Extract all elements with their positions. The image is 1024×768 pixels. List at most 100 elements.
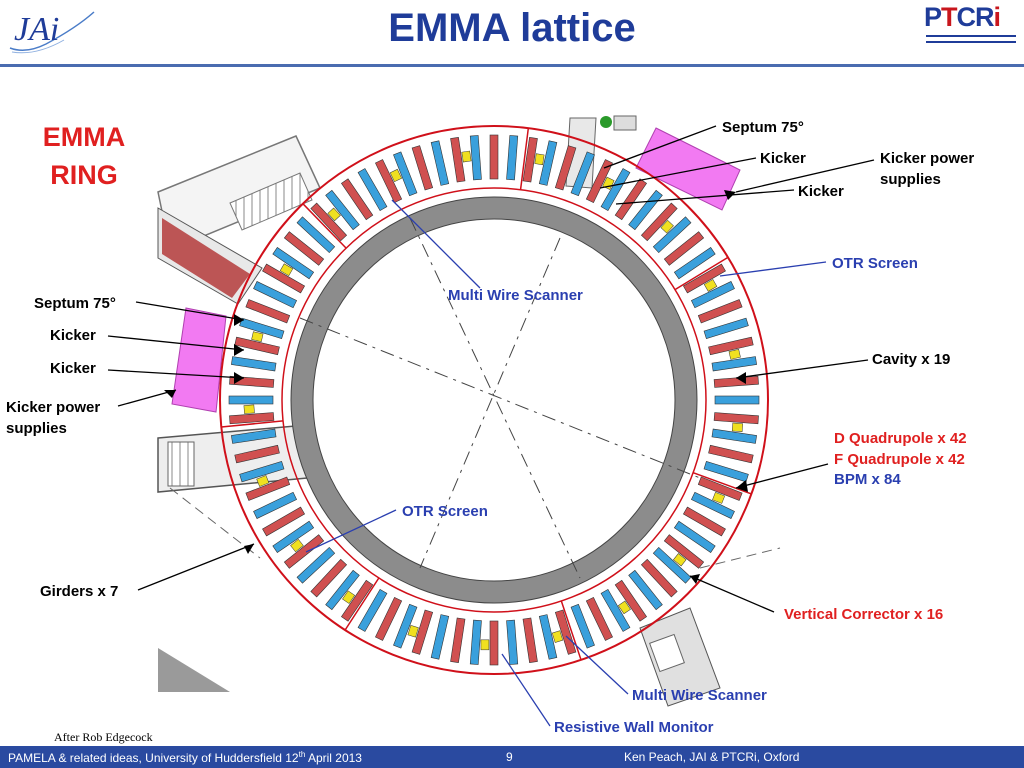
girder-separator — [344, 577, 380, 631]
d-quadrupole-magnet — [234, 444, 280, 464]
guide-line-right — [699, 547, 781, 569]
d-quadrupole-magnet — [614, 178, 648, 221]
slide-footer: PAMELA & related ideas, University of Hu… — [0, 746, 1024, 768]
d-quadrupole-magnet — [697, 476, 743, 501]
label-girders: Girders x 7 — [40, 583, 118, 600]
ring-outer-boundary — [219, 125, 769, 675]
d-quadrupole-magnet — [310, 202, 348, 242]
ring-title-line1: EMMA — [43, 122, 126, 152]
d-quadrupole-magnet — [283, 534, 325, 569]
f-quadrupole-magnet — [357, 168, 388, 212]
d-quadrupole-magnet — [697, 299, 743, 324]
figure-caption: After Rob Edgecock — [54, 730, 153, 744]
f-quadrupole-magnet — [538, 140, 558, 186]
d-quadrupole-magnet — [708, 336, 754, 356]
d-quadrupole-magnet — [522, 137, 538, 183]
f-quadrupole-magnet — [393, 603, 418, 649]
f-quadrupole-magnet — [673, 246, 716, 280]
page-title: EMMA lattice — [388, 6, 636, 50]
d-quadrupole-magnet — [663, 231, 705, 266]
f-quadrupole-magnet — [469, 619, 482, 665]
floor-shading — [158, 648, 230, 692]
f-quadrupole-magnet — [272, 246, 315, 280]
label-kicker-left-1: Kicker — [50, 327, 96, 344]
ring-title-line2: RING — [50, 160, 118, 190]
f-quadrupole-magnet — [430, 140, 450, 186]
f-quadrupole-magnet — [231, 428, 277, 444]
f-quadrupole-magnet — [296, 546, 336, 584]
rf-cavity — [534, 153, 545, 166]
label-dquad: D Quadrupole x 42 — [834, 430, 967, 447]
f-quadrupole-magnet — [253, 491, 298, 519]
rf-cavity — [703, 279, 718, 292]
f-quadrupole-magnet — [296, 216, 336, 254]
d-quadrupole-magnet — [375, 596, 403, 641]
f-quadrupole-magnet — [253, 281, 298, 309]
ring-floor-annulus — [291, 197, 697, 603]
injection-line-top-left — [157, 135, 322, 305]
f-quadrupole-magnet — [570, 603, 595, 649]
d-quadrupole-magnet — [310, 558, 348, 598]
d-quadrupole-magnet — [663, 534, 705, 569]
d-quadrupole-magnet — [262, 506, 306, 537]
f-quadrupole-magnet — [430, 614, 450, 660]
f-quadrupole-magnet — [628, 569, 663, 611]
d-quadrupole-magnet — [554, 145, 577, 191]
f-quadrupole-magnet — [652, 546, 692, 584]
jai-logo-text: JAi — [14, 11, 59, 48]
f-quadrupole-magnet — [628, 189, 663, 231]
centre-line-a — [299, 317, 701, 479]
d-quadrupole-magnet — [682, 263, 726, 294]
f-quadrupole-magnet — [690, 491, 735, 519]
header-divider — [0, 64, 1024, 67]
rf-cavity — [279, 263, 294, 277]
label-kicker-ps-right-1: Kicker power — [880, 150, 974, 167]
label-septum-left: Septum 75° — [34, 295, 116, 312]
f-quadrupole-magnet — [690, 281, 735, 309]
rf-cavity — [617, 600, 631, 615]
d-quadrupole-magnet — [283, 231, 325, 266]
annulus-edge-outer — [290, 196, 698, 604]
f-quadrupole-magnet — [600, 168, 631, 212]
f-quadrupole-magnet — [393, 151, 418, 197]
girder-separator — [674, 256, 729, 291]
emma-ring-diagram: EMMA RING Septum 75° Kicker Kicker Kicke… — [6, 108, 994, 736]
annulus-edge-inner — [312, 218, 676, 582]
centre-line-b — [409, 217, 581, 579]
label-fquad: F Quadrupole x 42 — [834, 451, 965, 468]
rf-cavity — [673, 553, 687, 567]
girder-separator — [221, 420, 284, 428]
rf-cavity — [342, 590, 356, 604]
label-multi-wire-scanner-top: Multi Wire Scanner — [448, 287, 583, 304]
ptcri-logo: PTCRi — [924, 2, 1020, 44]
d-quadrupole-magnet — [450, 137, 466, 183]
girder-separator — [692, 471, 752, 495]
d-quadrupole-magnet — [411, 145, 434, 191]
label-kicker-left-2: Kicker — [50, 360, 96, 377]
girder-separator — [302, 203, 347, 249]
d-quadrupole-magnet — [713, 412, 759, 425]
f-quadrupole-magnet — [357, 588, 388, 632]
f-quadrupole-magnet — [538, 614, 558, 660]
kicker-power-supply-left — [171, 307, 227, 413]
rf-cavity — [389, 168, 403, 183]
rf-cavity — [660, 219, 674, 234]
label-kicker-right-1: Kicker — [760, 150, 806, 167]
f-quadrupole-magnet — [711, 356, 757, 372]
ring-inner-boundary — [281, 187, 707, 613]
f-quadrupole-magnet — [673, 520, 716, 554]
leader-lines — [107, 125, 875, 613]
d-quadrupole-magnet — [682, 506, 726, 537]
f-quadrupole-magnet — [652, 216, 692, 254]
f-quadrupole-magnet — [469, 135, 482, 181]
d-quadrupole-magnet — [522, 617, 538, 663]
jai-logo: JAi — [9, 11, 95, 54]
footer-page-number: 9 — [506, 750, 513, 764]
f-quadrupole-magnet — [325, 569, 360, 611]
label-vertical-corrector: Vertical Corrector x 16 — [784, 606, 943, 623]
rf-cavity — [712, 492, 726, 504]
kicker-power-supply-top — [635, 127, 741, 211]
rf-cavity — [551, 630, 564, 643]
f-quadrupole-magnet — [703, 460, 749, 483]
d-quadrupole-magnet — [229, 412, 275, 425]
